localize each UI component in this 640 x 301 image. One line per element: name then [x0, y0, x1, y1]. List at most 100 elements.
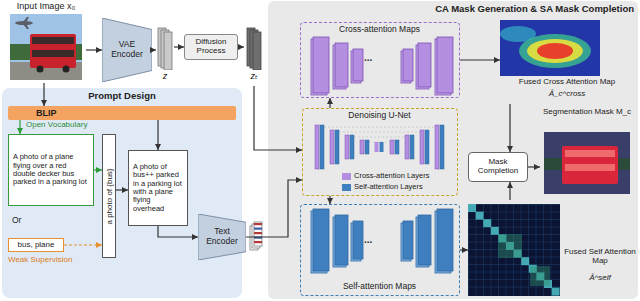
- matrix-ground: [468, 204, 560, 296]
- panel: CA Mask Generation & SA Mask CompletionC…: [268, 1, 638, 299]
- bus-windows: [32, 37, 74, 44]
- node-text: A photo of a plane flying over a red dou…: [13, 153, 89, 187]
- connector-arrow: [329, 196, 330, 204]
- cross-attention-map: [353, 49, 363, 81]
- matrix-stripe: [528, 204, 529, 296]
- legend-swatch: [342, 184, 351, 191]
- self-attention-map: [403, 221, 413, 259]
- node-text: BLIP: [36, 108, 76, 118]
- cross-attention-layer: [435, 125, 439, 169]
- skip-connection: [354, 137, 405, 138]
- plane-wings: [22, 17, 29, 29]
- node-text: Denoising U-Net: [303, 111, 456, 121]
- embedding-token: [254, 228, 262, 230]
- cross-attention-layer: [360, 140, 364, 154]
- node-text: Input Image x₀: [6, 1, 86, 11]
- node-text: bus, plane: [18, 241, 55, 250]
- text-embedding: [254, 222, 262, 246]
- bus-wheel: [63, 66, 70, 73]
- cross-attention-layer: [405, 135, 409, 159]
- cross-attention-layer: [315, 125, 319, 169]
- connector-arrow: [509, 104, 510, 152]
- cross-attention-map: [437, 37, 453, 93]
- cross-attention-map: [313, 37, 329, 93]
- self-attention-layer: [410, 135, 414, 159]
- heatmap-blob: [519, 34, 591, 68]
- connector-arrow: [528, 166, 540, 167]
- prompt-template-box: a photo of {bus}: [102, 134, 116, 258]
- bus-mask-window: [565, 164, 615, 171]
- sky: [10, 14, 82, 80]
- process-box: Diffusion Process: [184, 34, 238, 60]
- cross-attention-map: [403, 49, 413, 81]
- legend-item: Cross-attention Layers: [342, 172, 429, 180]
- connector-arrow: [460, 59, 500, 60]
- ellipsis: ...: [364, 234, 372, 245]
- connector-arrow: [246, 180, 302, 237]
- self-attention-layer: [320, 125, 324, 169]
- encoder-trapezoid: VAE Encoder: [102, 18, 152, 82]
- heatmap-blob: [537, 43, 573, 59]
- annotation: Or: [12, 216, 21, 225]
- annotation: Weak Supervision: [8, 256, 72, 265]
- node-text: Â_c^cross: [500, 90, 634, 99]
- matrix-diagonal: [468, 204, 476, 212]
- connector-arrow: [116, 189, 128, 190]
- self-attention-layer: [395, 140, 399, 154]
- self-attention-map: [353, 221, 363, 259]
- connector-arrow: [152, 49, 156, 50]
- node-text: Prompt Design: [2, 91, 242, 102]
- cross-attention-map: [335, 43, 348, 87]
- cross-attention-layer: [390, 140, 394, 154]
- skip-connection: [324, 127, 435, 128]
- node-text: zₜ: [244, 71, 264, 81]
- connector-arrow: [174, 46, 184, 47]
- self-attention-map: [418, 215, 431, 265]
- trapezoid-shape: [102, 18, 152, 82]
- panel: Prompt DesignBLIP A photo of a plane flyi…: [2, 88, 242, 298]
- ellipsis: ...: [364, 52, 372, 63]
- matrix-diagonal: [552, 288, 560, 296]
- embedding-token: [254, 241, 262, 243]
- connector-arrow: [64, 244, 102, 245]
- connector-arrow: [509, 182, 510, 200]
- connector-arrow: [19, 120, 20, 134]
- illustration: [10, 14, 82, 80]
- node-text: z: [156, 71, 174, 81]
- embedding-token: [254, 223, 262, 225]
- connector-arrow: [329, 98, 330, 108]
- self-attention-layer: [440, 125, 444, 169]
- self-attention-layer: [335, 130, 339, 164]
- node-text: a photo of {bus}: [104, 134, 115, 258]
- noisy-latent-slab: [253, 32, 261, 70]
- connector-arrow: [94, 169, 102, 170]
- node-text: Segmentation Mask M_c: [540, 108, 634, 117]
- process-box: Mask Completion: [468, 152, 528, 182]
- legend-swatch: [342, 173, 351, 180]
- connector-arrow: [254, 86, 302, 150]
- heatmap-blob: [527, 39, 583, 63]
- mask-ground: [544, 132, 630, 194]
- illustration: [468, 204, 560, 296]
- self-attention-layer: [425, 130, 429, 164]
- node-text: CA Mask Generation & SA Mask Completion: [418, 4, 634, 15]
- latent-block: zₜ: [244, 26, 264, 86]
- bottleneck-layer: [375, 142, 379, 152]
- caption-box: A photo of a plane flying over a red dou…: [8, 134, 94, 206]
- connector-arrow: [158, 226, 198, 237]
- self-attention-map: [335, 215, 348, 265]
- legend-text: Self-attention Layers: [354, 183, 423, 191]
- fused-map: Fused Cross Attention MapÂ_c^cross: [500, 20, 634, 104]
- matrix-diagonal: [521, 257, 529, 265]
- legend-text: Cross-attention Layers: [354, 172, 429, 180]
- matrix-diagonal: [491, 227, 499, 235]
- node-text: Mask Completion: [469, 158, 527, 176]
- illustration: [544, 132, 630, 194]
- matrix-block: [530, 266, 550, 286]
- cross-attention-layer: [345, 135, 349, 159]
- map-group: Self-attention Maps: [300, 204, 460, 296]
- node-text: Text Encoder: [203, 227, 241, 246]
- cross-attention-map: [418, 43, 431, 87]
- node-text: VAE Encoder: [107, 40, 147, 59]
